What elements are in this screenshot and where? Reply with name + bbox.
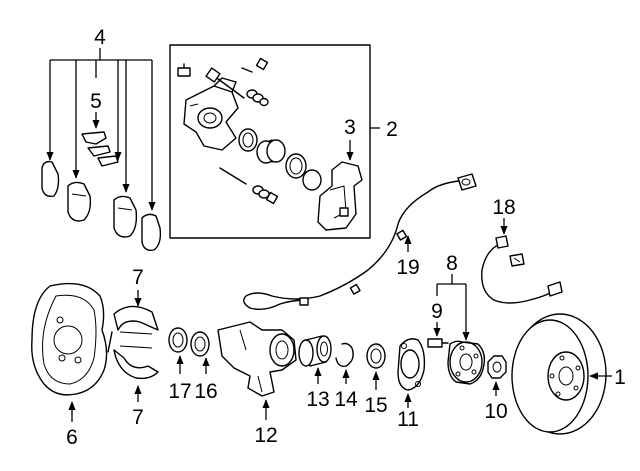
seal-16 [190, 331, 210, 357]
parking-brake-shoes [107, 305, 159, 380]
callout-4: 4 [94, 26, 106, 49]
callout-9: 9 [431, 300, 443, 323]
caliper-kit-box [169, 44, 371, 239]
brake-pad-2 [67, 181, 92, 222]
caliper-support-bracket [317, 161, 363, 231]
guide-pin-upper [205, 67, 245, 99]
bleeder-cap-top [241, 57, 269, 73]
retaining-ring [302, 169, 322, 191]
brake-pad-3 [113, 195, 138, 238]
dust-shield [397, 338, 426, 391]
caliper-body [183, 77, 239, 151]
callout-7b: 7 [132, 406, 144, 429]
seal-17 [168, 327, 188, 353]
callout-1: 1 [614, 366, 626, 389]
callout-16: 16 [194, 380, 217, 403]
wheel-hub [447, 340, 486, 385]
knuckle [217, 321, 297, 397]
callout-19: 19 [396, 256, 419, 279]
hub-bolt [427, 338, 449, 348]
piston-seal [238, 128, 258, 152]
brake-hose [481, 235, 563, 304]
dust-boot-small [246, 89, 269, 107]
guide-pin-lower [219, 167, 279, 205]
callout-8: 8 [446, 252, 458, 275]
callout-11: 11 [397, 408, 419, 431]
callout-14: 14 [334, 388, 358, 411]
callout-3: 3 [344, 116, 356, 139]
snap-ring [335, 342, 354, 368]
callout-15: 15 [364, 394, 387, 417]
brake-pads-group: 4 5 [41, 26, 162, 252]
callout-6: 6 [66, 426, 78, 449]
callout-2: 2 [386, 118, 398, 141]
piston [256, 139, 286, 164]
callout-7a: 7 [132, 266, 144, 289]
pad-hardware-clips [81, 131, 119, 167]
wheel-bearing [298, 335, 332, 367]
bleeder-screw [177, 63, 191, 77]
callout-12: 12 [254, 424, 277, 447]
piston-boot [285, 153, 307, 179]
axle-nut [487, 355, 507, 379]
callout-10: 10 [484, 400, 507, 423]
brake-rotor [511, 313, 607, 435]
callout-17: 17 [168, 380, 191, 403]
brake-pad-1 [41, 160, 60, 198]
callout-18: 18 [492, 196, 515, 219]
seal-15 [366, 343, 386, 369]
callout-5: 5 [90, 90, 102, 113]
callout-13: 13 [306, 388, 329, 411]
caliper-assembly-group: 2 [169, 44, 398, 239]
abs-sensor [243, 173, 477, 311]
backing-plate [31, 282, 108, 396]
brake-pad-4 [141, 213, 162, 252]
